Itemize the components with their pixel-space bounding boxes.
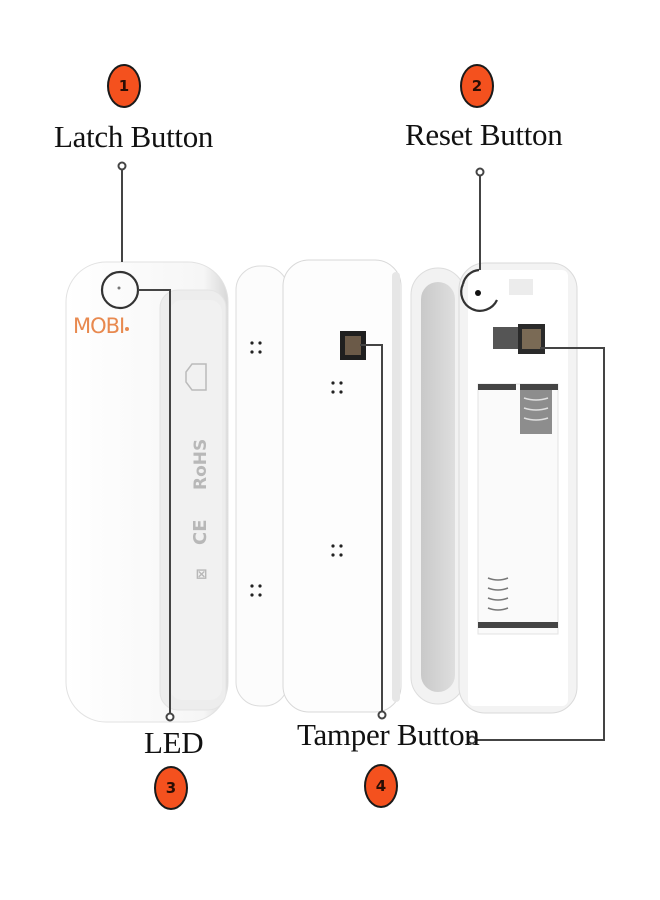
label-latch-button: Latch Button (54, 119, 214, 154)
callout-badge-1: 1 (107, 64, 141, 108)
device-front-view (235, 259, 402, 713)
svg-text:CE: CE (190, 519, 211, 545)
svg-text:RoHS: RoHS (191, 439, 211, 490)
svg-text:⊠: ⊠ (194, 568, 210, 580)
device-side-view: MOBI RoHS CE ⊠ (65, 261, 229, 723)
leader-lines (100, 161, 605, 745)
callout-badge-4: 4 (364, 764, 398, 808)
device-open-back (410, 262, 578, 714)
label-reset-button: Reset Button (405, 117, 563, 152)
reset-hole (475, 290, 481, 296)
callout-badge-3: 3 (154, 766, 188, 810)
label-led: LED (144, 725, 204, 760)
callout-badge-2: 2 (460, 64, 494, 108)
brand-logo: MOBI (73, 314, 124, 338)
label-tamper-button: Tamper Button (297, 717, 480, 752)
